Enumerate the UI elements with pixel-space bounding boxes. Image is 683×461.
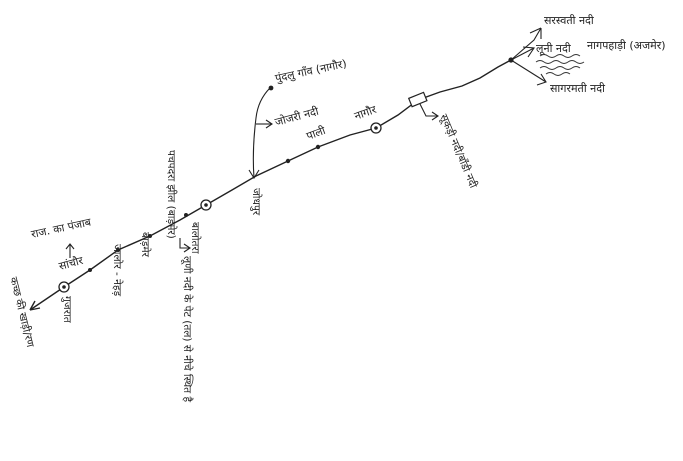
label-nagpahadi: नागपहाड़ी (अजमेर) <box>587 39 666 52</box>
label-balotra: बालोतरा <box>189 222 202 254</box>
kutch-arrow-icon <box>29 300 41 311</box>
source-point <box>508 57 514 63</box>
sagarmati-arrow-icon <box>536 73 547 86</box>
nagpahadi-hills <box>535 54 585 76</box>
jalore-marker <box>116 248 120 252</box>
gujarat-dot <box>62 285 66 289</box>
sukdi-confluence-box <box>407 91 428 108</box>
label-nagaur: नागौर <box>353 103 379 123</box>
label-raj-punjab: राज. का पंजाब <box>30 215 93 241</box>
balotra-marker <box>184 213 188 217</box>
luni-branch <box>510 47 535 61</box>
balotra-note-arrow <box>179 238 190 249</box>
label-jalore: जालोर - नेहड़ <box>111 244 124 297</box>
luni-river-course <box>29 59 512 311</box>
label-pachpadra: पचपदरा झील (बाड़मेर) <box>165 150 178 239</box>
saraswati-branch <box>510 27 542 61</box>
label-sanchore: सांचौर <box>57 254 85 273</box>
pali-marker <box>315 144 321 150</box>
jojari-label-arrow-icon <box>265 119 273 129</box>
label-luni-note: लूणी नदी के पेट (तल) से नीचे स्थित है <box>181 256 194 402</box>
luni-arrow-icon <box>522 46 535 58</box>
label-gujarat: गुजरात <box>61 296 73 324</box>
label-purdalu: पुंदलु गाँव (नागौर) <box>274 57 348 85</box>
label-sukdi: सूकड़ी नदी/बाँडी नदी <box>437 112 480 190</box>
barmer-marker <box>148 234 152 238</box>
sanchore-marker <box>88 268 92 272</box>
jojari-river <box>252 87 271 179</box>
sukdi-arrow-icon <box>431 111 439 121</box>
balotra-note-arrow-icon <box>183 243 191 253</box>
label-jodhpur: जोधपुर <box>250 188 263 216</box>
saraswati-arrow-icon <box>529 27 542 39</box>
pachpadra-dot <box>204 203 208 207</box>
jojari-arrow-icon <box>248 169 260 180</box>
purdalu-marker <box>268 85 274 91</box>
nagaur-dot <box>374 126 378 130</box>
label-sagarmati: सागरमती नदी <box>550 82 605 95</box>
sukdi-branch <box>419 103 438 117</box>
label-luni: लूनी नदी <box>536 42 571 56</box>
label-kutch: कच्छ की खाड़ी/रण <box>7 276 37 349</box>
chitrangad-marker <box>285 158 291 164</box>
label-jojari: जोजरी नदी <box>273 105 320 129</box>
raj-punjab-arrow-icon <box>65 243 75 250</box>
label-barmer: बाड़मेर <box>139 232 152 258</box>
sagarmati-branch <box>510 59 547 83</box>
label-saraswati: सरस्वती नदी <box>544 14 594 27</box>
label-pali: पाली <box>305 124 328 143</box>
